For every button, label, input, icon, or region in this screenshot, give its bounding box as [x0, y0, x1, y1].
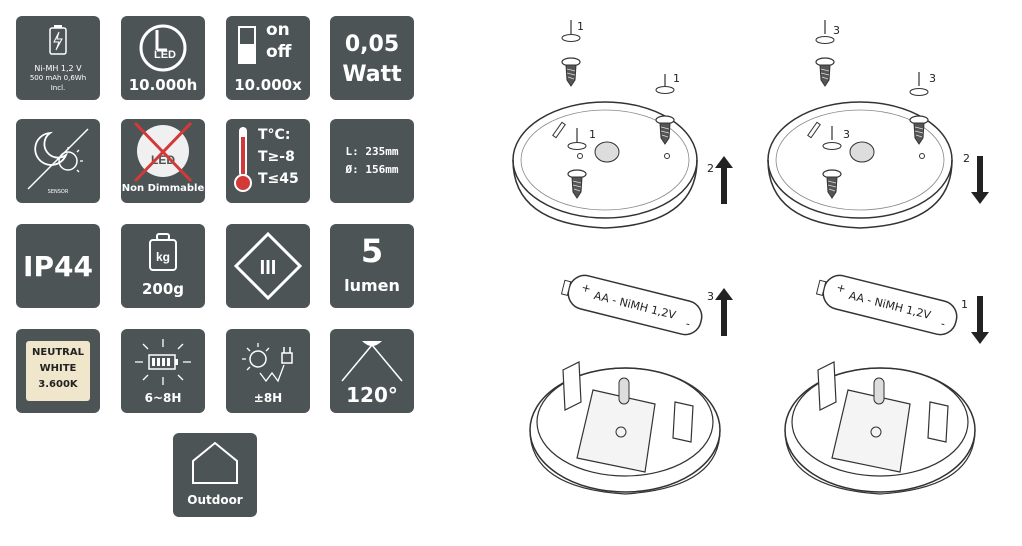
- battery-plus: +: [580, 281, 592, 296]
- charge-time-value: 6~8H: [144, 391, 182, 405]
- led-clock-text: LED: [154, 49, 176, 61]
- battery-tile: Ni-MH 1,2 V 500 mAh 0,6Wh Incl.: [16, 16, 100, 100]
- battery-icon: [49, 25, 67, 55]
- battery-type: Ni-MH 1,2 V: [34, 64, 82, 73]
- color-temp-line3: 3.600K: [38, 379, 78, 390]
- step-label-1c: 1: [589, 128, 596, 141]
- battery-capacity: 500 mAh 0,6Wh: [29, 74, 87, 82]
- switch-tile: on off 10.000x: [226, 16, 310, 100]
- power-unit: Watt: [342, 62, 402, 87]
- beam-angle-icon: [341, 341, 403, 382]
- sensor-tile: SENSOR: [16, 119, 100, 203]
- switch-cycles-value: 10.000x: [234, 76, 302, 94]
- color-temp-line2: WHITE: [39, 363, 77, 374]
- lumen-unit: lumen: [344, 276, 400, 295]
- non-dimmable-tile: LED Non Dimmable: [121, 119, 205, 203]
- switch-off-label: off: [266, 42, 292, 62]
- step-label-3b: 3: [929, 72, 936, 85]
- assembly-diagram: 1 1 1 2 3 3 3 2 + AA - NiMH 1,2V: [512, 20, 989, 495]
- step-label-2a: 2: [707, 162, 714, 175]
- cover-open-step: 1 1 1 2: [512, 20, 733, 229]
- ip-rating-tile: IP44: [16, 224, 100, 308]
- step-label-1a: 1: [577, 20, 584, 33]
- house-icon: [192, 441, 238, 484]
- arrow-down-icon: [971, 156, 989, 204]
- battery-charging-icon: [135, 339, 191, 385]
- dimension-diameter: Ø: 156mm: [345, 163, 399, 176]
- weight-tile: kg 200g: [121, 224, 205, 308]
- switch-on-label: on: [266, 20, 290, 40]
- color-temp-tile: NEUTRAL WHITE 3.600K: [16, 329, 100, 413]
- non-dimmable-label: Non Dimmable: [121, 183, 205, 194]
- switch-icon: [238, 26, 256, 64]
- weight-icon-text: kg: [156, 250, 170, 264]
- weight-value: 200g: [141, 280, 185, 298]
- solar-runtime-tile: ±8H: [226, 329, 310, 413]
- step-label-1d: 1: [961, 298, 968, 311]
- charge-time-tile: 6~8H: [121, 329, 205, 413]
- step-label-2b: 2: [963, 152, 970, 165]
- ip-rating: IP44: [23, 250, 93, 283]
- sensor-label: SENSOR: [47, 189, 69, 195]
- dimensions-tile: L: 235mm Ø: 156mm: [330, 119, 414, 203]
- step-label-3d: 3: [707, 290, 714, 303]
- step-label-1b: 1: [673, 72, 680, 85]
- battery-minus-right: -: [939, 317, 946, 331]
- battery-plus-right: +: [835, 281, 847, 296]
- thermometer-icon: [234, 127, 252, 192]
- led-life-value: 10.000h: [128, 76, 198, 94]
- temperature-min: T≥-8: [258, 149, 295, 165]
- lumen-value: 5: [360, 232, 384, 270]
- class-iii-text: III: [260, 257, 277, 279]
- battery-minus: -: [684, 317, 691, 331]
- power-tile: 0,05 Watt: [330, 16, 414, 100]
- color-temp-panel: NEUTRAL WHITE 3.600K: [26, 341, 90, 401]
- led-clock-icon: LED: [139, 24, 187, 72]
- outdoor-tile: Outdoor: [173, 433, 257, 517]
- step-label-3c: 3: [843, 128, 850, 141]
- arrow-up-icon: [715, 288, 733, 336]
- sun-plug-icon: [242, 343, 293, 383]
- temperature-tile: T°C: T≥-8 T≤45: [226, 119, 310, 203]
- arrow-up-icon: [715, 156, 733, 204]
- beam-angle-tile: 120°: [330, 329, 414, 413]
- color-temp-line1: NEUTRAL: [32, 347, 84, 358]
- temperature-max: T≤45: [258, 171, 299, 187]
- step-label-3a: 3: [833, 24, 840, 37]
- battery-insert-step: + AA - NiMH 1,2V - 3: [529, 274, 733, 495]
- beam-angle-value: 120°: [346, 383, 398, 407]
- led-crossed-icon: LED: [133, 121, 193, 183]
- cover-close-step: 3 3 3 2: [767, 20, 989, 229]
- outdoor-label: Outdoor: [187, 493, 243, 507]
- temperature-title: T°C:: [258, 127, 291, 143]
- led-life-tile: LED 10.000h: [121, 16, 205, 100]
- arrow-down-icon: [971, 296, 989, 344]
- dimension-length: L: 235mm: [345, 145, 399, 158]
- battery-remove-step: + AA - NiMH 1,2V - 1: [784, 274, 989, 495]
- weight-icon: kg: [149, 233, 177, 271]
- class-iii-tile: III: [226, 224, 310, 308]
- class-iii-icon: III: [233, 231, 303, 301]
- solar-runtime-value: ±8H: [253, 391, 283, 405]
- power-value: 0,05: [344, 32, 400, 57]
- battery-included: Incl.: [50, 84, 66, 92]
- night-sensor-icon: [27, 128, 89, 190]
- lumen-tile: 5 lumen: [330, 224, 414, 308]
